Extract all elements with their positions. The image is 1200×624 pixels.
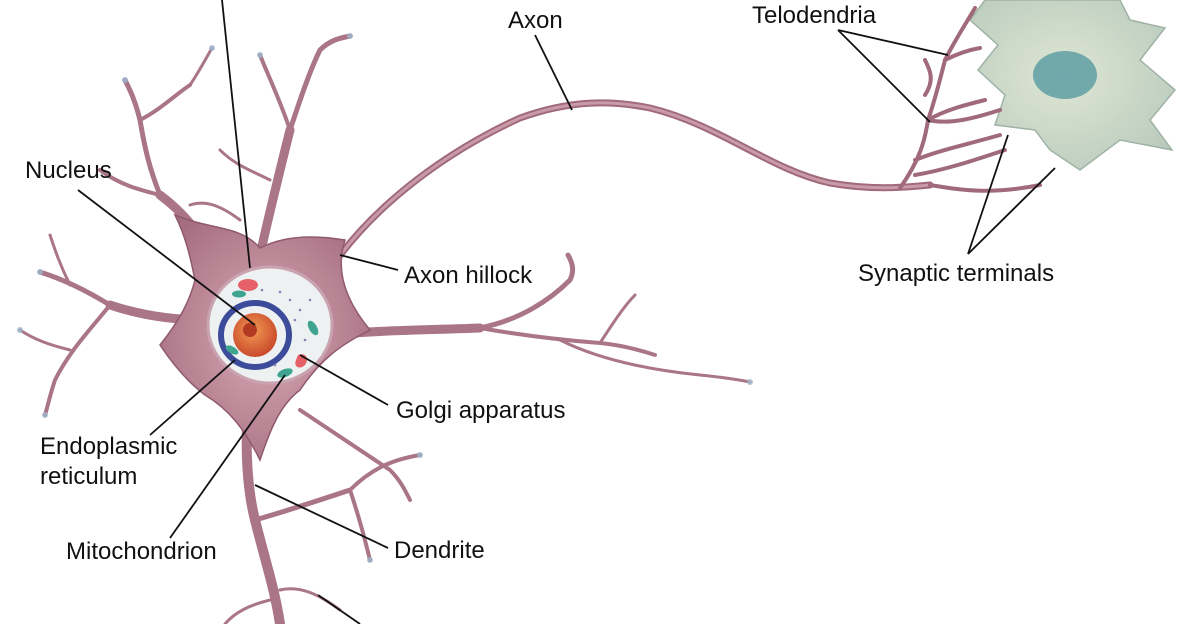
leader-mitochondrion — [169, 374, 286, 539]
dendrite-tips — [17, 33, 753, 563]
leader-nucleus — [77, 189, 256, 326]
target-cell-nucleus — [1033, 51, 1097, 99]
nucleolus — [243, 323, 257, 337]
leader-top — [221, 0, 251, 269]
nucleus — [233, 313, 277, 357]
leader-bottom — [317, 594, 361, 624]
endoplasmic-reticulum — [218, 300, 292, 370]
label-endoplasmic-reticulum-line1: Endoplasmic — [40, 433, 177, 460]
leader-synaptic-2 — [967, 167, 1056, 255]
label-endoplasmic-reticulum-line2: reticulum — [40, 463, 137, 490]
axon-group — [331, 6, 1042, 266]
leader-golgi — [299, 354, 389, 406]
label-nucleus: Nucleus — [25, 157, 112, 184]
leader-er — [149, 359, 236, 436]
leader-axon-hillock — [339, 254, 399, 271]
label-mitochondrion: Mitochondrion — [66, 538, 217, 565]
label-axon: Axon — [508, 7, 563, 34]
label-golgi-apparatus: Golgi apparatus — [396, 397, 565, 424]
label-telodendria: Telodendria — [752, 2, 877, 29]
target-cell — [968, 0, 1177, 171]
axon-shaft — [331, 99, 934, 266]
cell-body — [159, 213, 372, 462]
leader-synaptic-1 — [967, 134, 1009, 255]
leader-telodendria-1 — [837, 29, 949, 56]
leader-lines — [77, 0, 1056, 624]
leader-telodendria-2 — [837, 29, 931, 123]
label-axon-hillock: Axon hillock — [404, 262, 533, 289]
leader-dendrite — [254, 484, 389, 549]
dendrites — [18, 33, 752, 624]
mitochondrion — [277, 368, 293, 378]
labels: Axon Telodendria Nucleus Axon hillock Sy… — [25, 2, 1054, 565]
ribosome-speckles — [260, 288, 312, 367]
label-dendrite: Dendrite — [394, 537, 485, 564]
label-synaptic-terminals: Synaptic terminals — [858, 260, 1054, 287]
leader-axon — [534, 34, 573, 111]
